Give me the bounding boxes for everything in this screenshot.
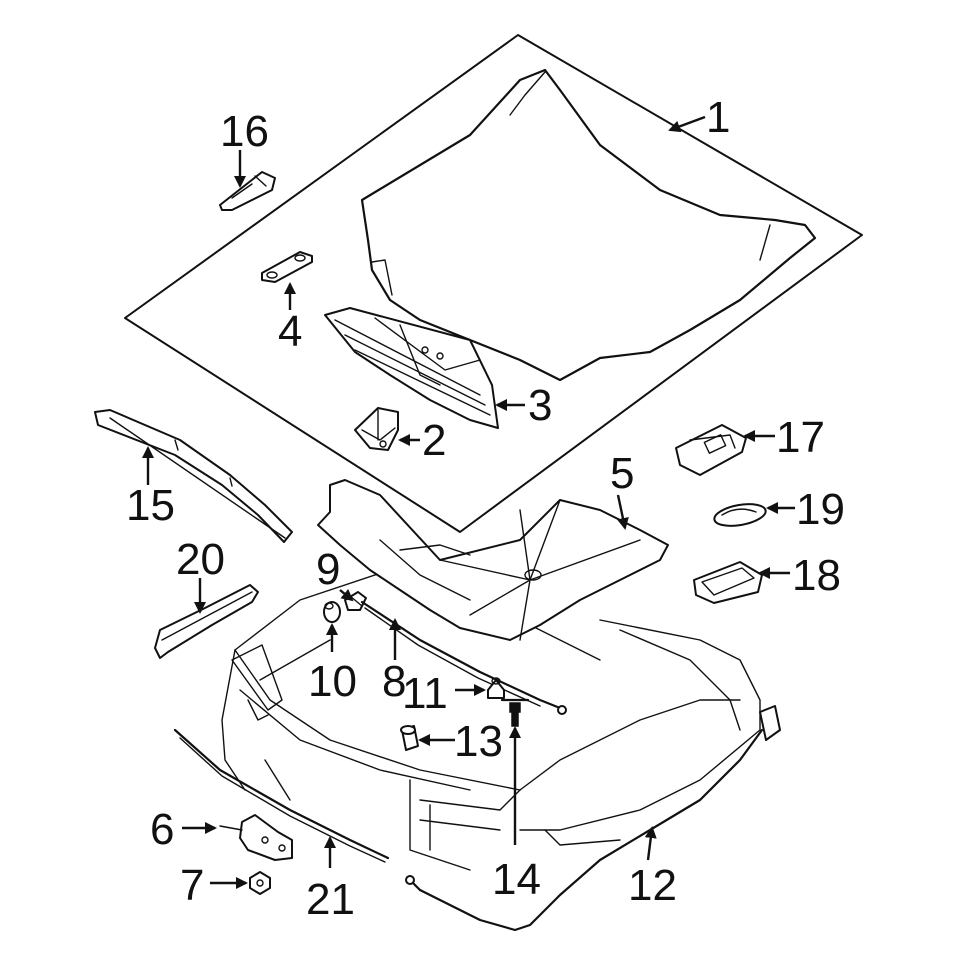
callout-21: 21 xyxy=(306,875,355,924)
molding xyxy=(154,584,259,659)
cover xyxy=(693,561,763,604)
callout-9: 9 xyxy=(316,545,340,594)
callout-10: 10 xyxy=(308,657,357,706)
callout-14: 14 xyxy=(492,855,541,904)
callout-16: 16 xyxy=(220,107,269,156)
insulator-pad xyxy=(713,503,767,527)
weatherstrip xyxy=(94,409,293,543)
callout-17: 17 xyxy=(776,413,825,462)
hood-clip xyxy=(219,171,276,211)
callout-8: 8 xyxy=(382,657,406,706)
seal-strip xyxy=(173,728,390,863)
hood-bracket xyxy=(354,407,399,451)
hood-latch xyxy=(219,814,293,861)
callout-5: 5 xyxy=(610,449,634,498)
callout-11: 11 xyxy=(402,669,448,718)
bumper xyxy=(487,677,505,699)
callout-4: 4 xyxy=(278,307,302,356)
hood-insulator xyxy=(317,479,669,641)
callout-20: 20 xyxy=(176,535,225,584)
callout-3: 3 xyxy=(528,381,552,430)
callout-19: 19 xyxy=(796,485,845,534)
hood-reinforcement xyxy=(324,307,499,429)
callout-12: 12 xyxy=(628,861,677,910)
callout-15: 15 xyxy=(126,481,175,530)
grommet xyxy=(323,601,341,623)
bumper-stop xyxy=(400,725,419,751)
release-cable xyxy=(405,705,781,932)
callout-labels: 1 2 3 4 5 6 7 8 9 10 11 12 13 14 15 16 1… xyxy=(126,93,845,924)
hood-pad xyxy=(261,251,313,283)
callout-1: 1 xyxy=(706,93,730,142)
latch-bracket xyxy=(675,424,747,476)
hood-panel xyxy=(124,34,863,533)
callout-13: 13 xyxy=(454,717,503,766)
callout-18: 18 xyxy=(792,551,841,600)
bolt xyxy=(500,698,530,727)
callout-7: 7 xyxy=(180,861,204,910)
prop-rod-clip xyxy=(344,591,367,611)
leader-lines xyxy=(142,115,795,889)
callout-2: 2 xyxy=(422,416,446,465)
callout-6: 6 xyxy=(150,805,174,854)
nut xyxy=(249,871,271,895)
